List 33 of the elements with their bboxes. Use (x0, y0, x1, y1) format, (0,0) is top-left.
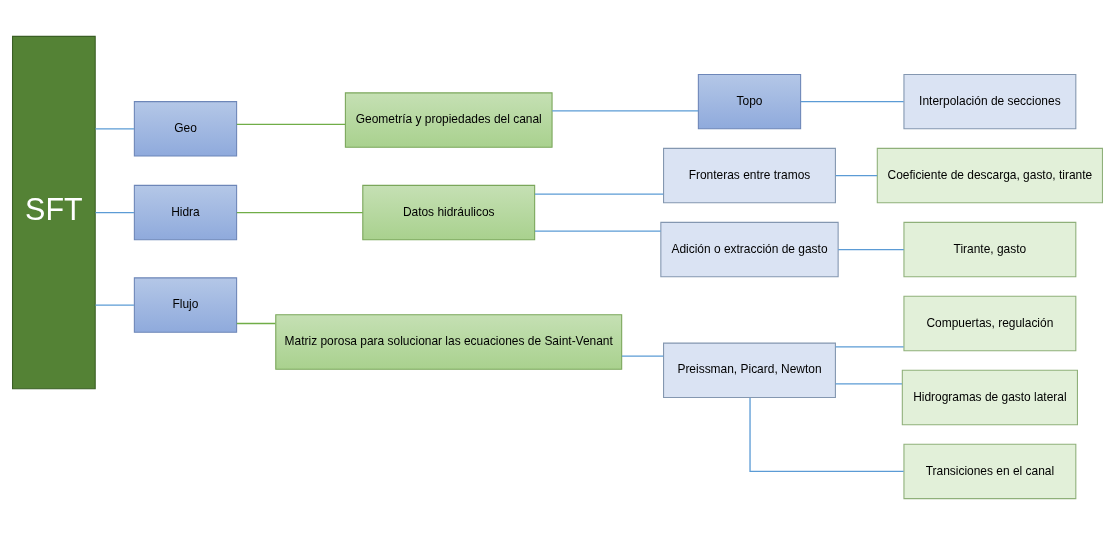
connector (834, 174, 878, 177)
connector (236, 123, 346, 126)
node-box: Transiciones en el canal (903, 443, 1077, 500)
connector (236, 211, 364, 214)
node-box: Interpolación de secciones (903, 73, 1077, 130)
node-box: Preissman, Picard, Newton (663, 342, 836, 399)
node-box: Adición o extracción de gasto (660, 221, 839, 278)
connector (534, 230, 662, 232)
node-box: Fronteras entre tramos (663, 147, 836, 204)
connector (837, 248, 905, 251)
connector (551, 110, 699, 112)
node-box: Geometría y propiedades del canal (344, 92, 553, 148)
connector (94, 304, 135, 306)
node-box: Hidra (133, 184, 238, 241)
node-box: Matriz porosa para solucionar las ecuaciones de Saint-Venant (275, 314, 623, 370)
connector (749, 397, 905, 473)
node-box: Coeficiente de descarga, gasto, tirante (876, 147, 1103, 204)
connector (800, 100, 905, 103)
node-box: Topo (697, 73, 802, 130)
node-box: Compuertas, regulación (903, 295, 1077, 352)
node-box: SFT (12, 35, 96, 390)
node-box: Datos hidráulicos (362, 184, 536, 241)
connector (534, 193, 664, 195)
connector (236, 322, 276, 325)
connector (94, 128, 135, 130)
connector (834, 383, 903, 385)
connector (621, 355, 664, 357)
node-box: Tirante, gasto (903, 221, 1077, 278)
connector (94, 211, 135, 214)
connector (834, 346, 905, 348)
node-box: Geo (133, 101, 238, 157)
node-box: Hidrogramas de gasto lateral (901, 369, 1078, 426)
node-box: Flujo (133, 277, 238, 333)
